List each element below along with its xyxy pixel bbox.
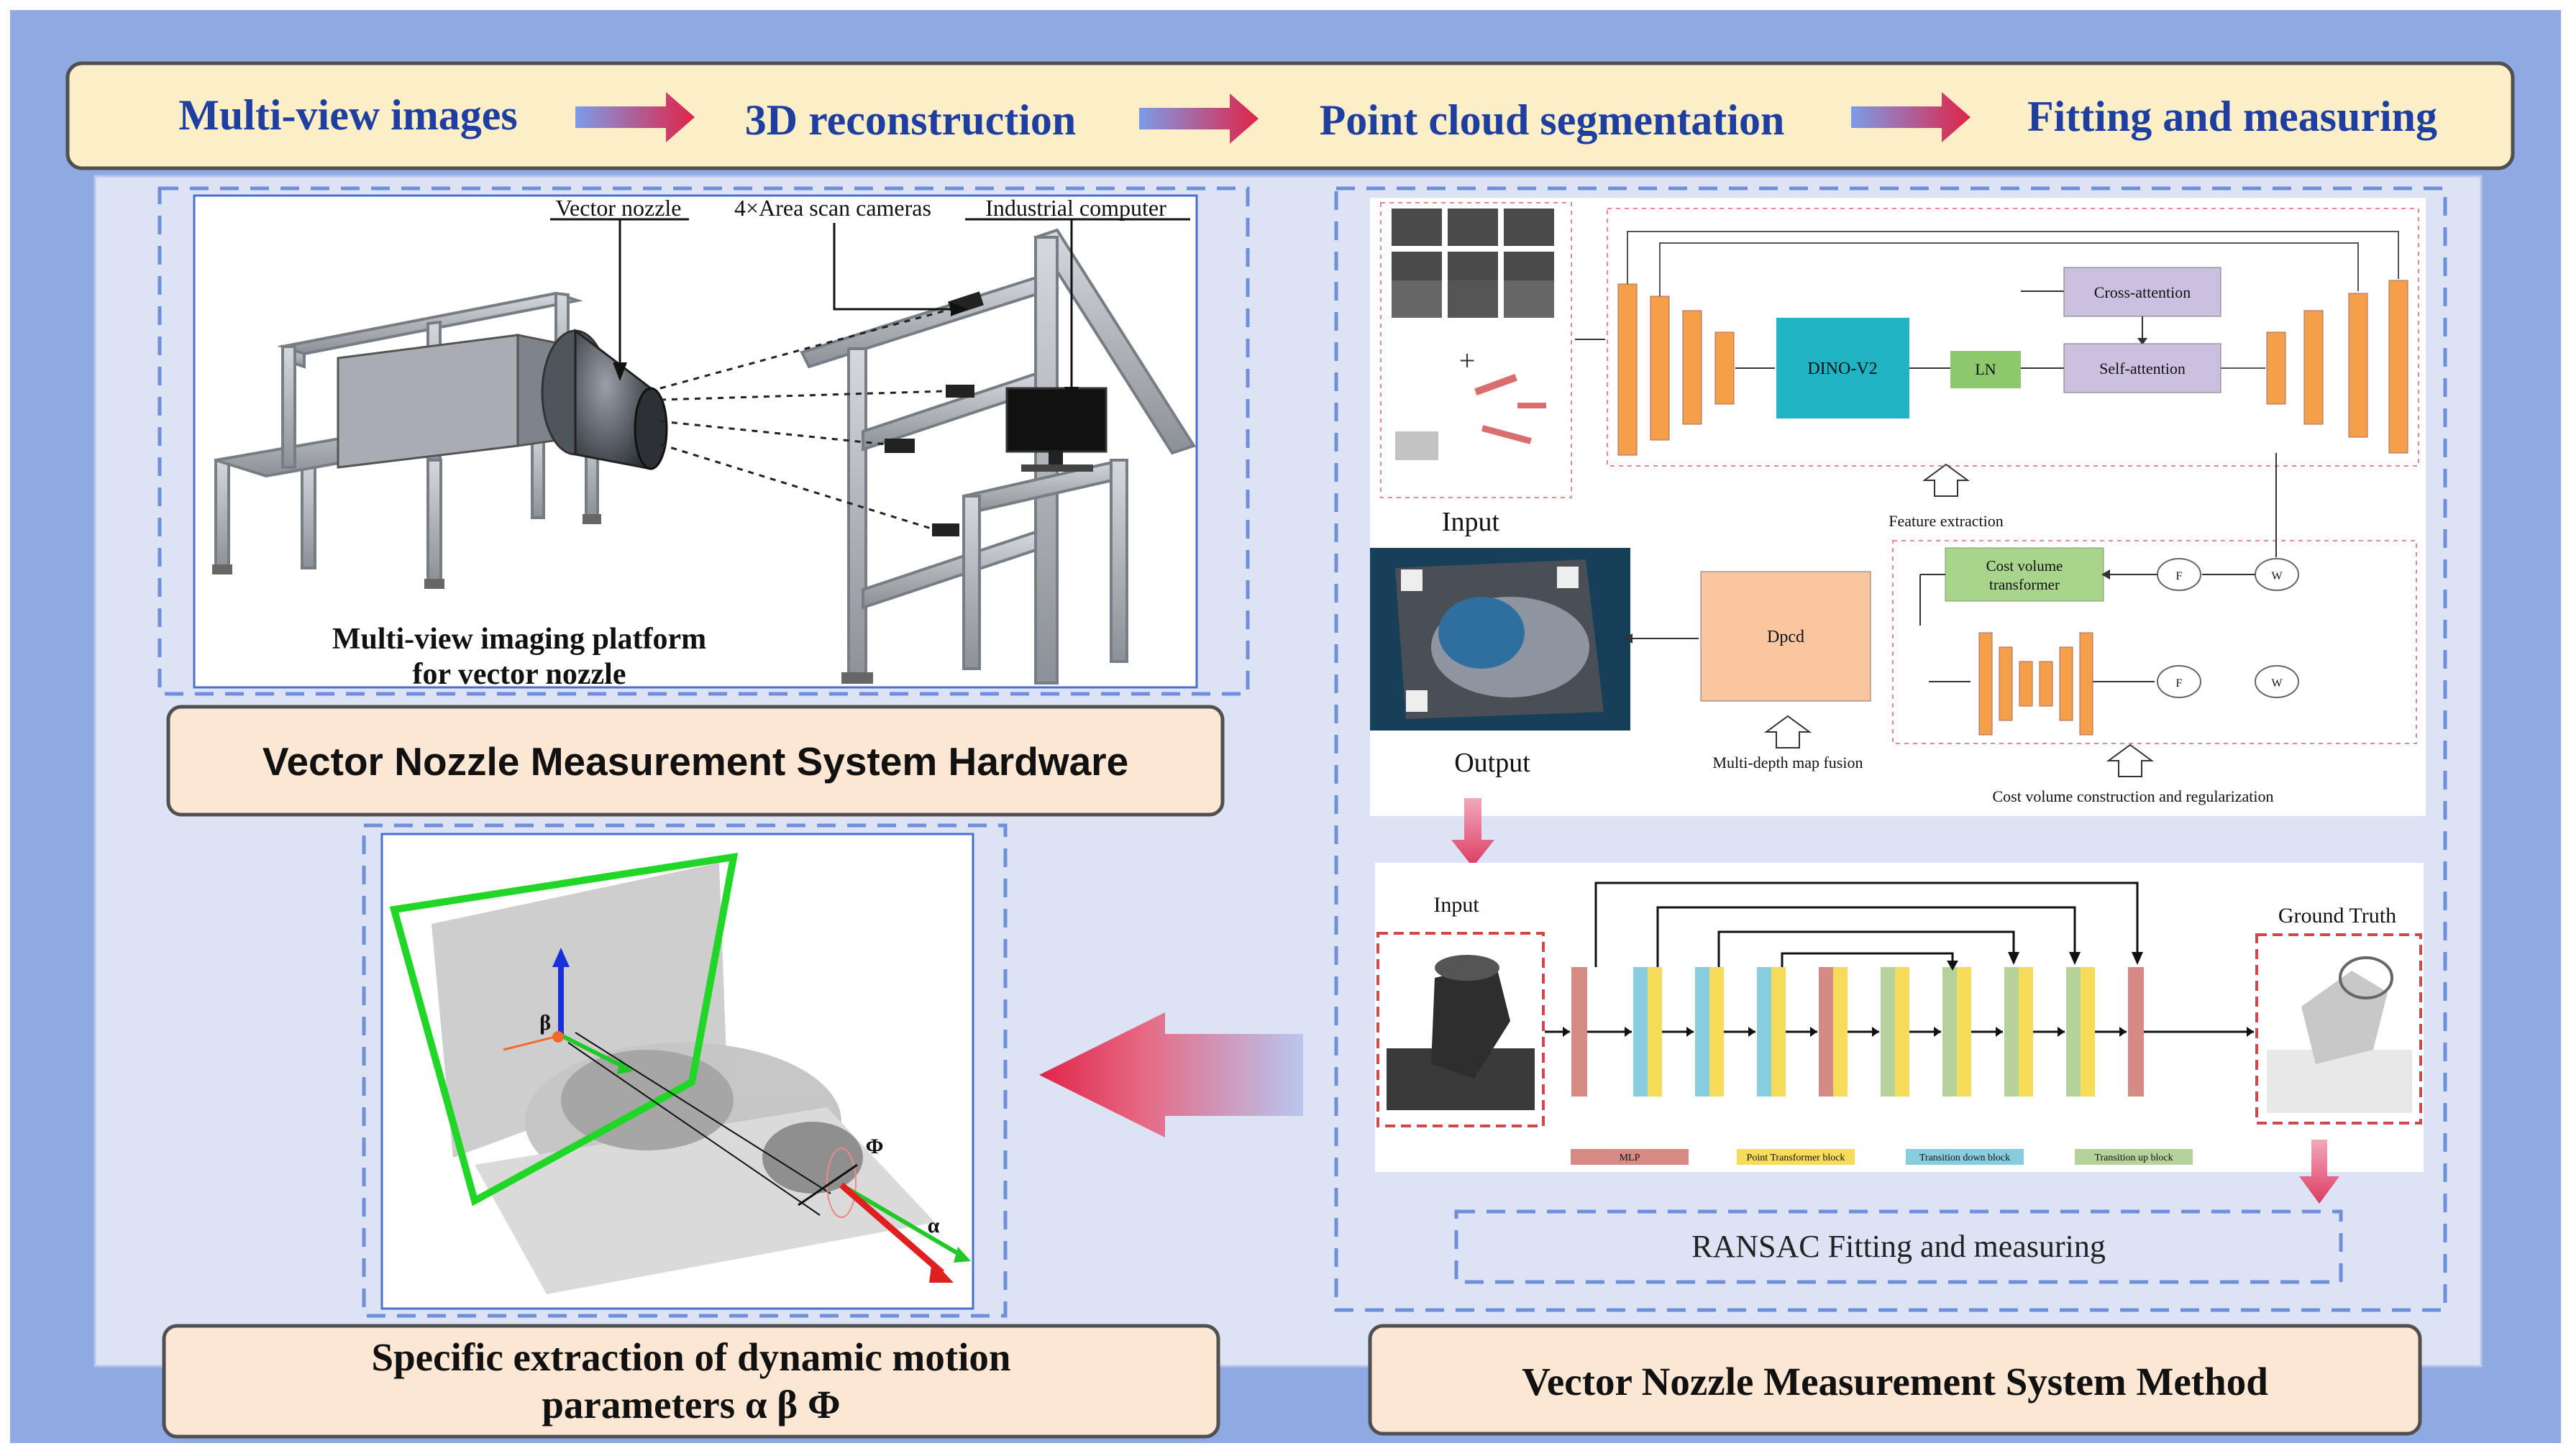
- cost-volume-transformer-block: [1945, 547, 2104, 602]
- pipeline-step-4: Fitting and measuring: [2027, 93, 2437, 140]
- feature-extraction-label: Feature extraction: [1889, 512, 2003, 530]
- flow-arrowhead-icon: [1748, 1027, 1755, 1037]
- network-block-pt: [2019, 967, 2033, 1096]
- network-block-tu: [1881, 967, 1895, 1096]
- pipeline-arrow-1-icon: [575, 92, 695, 142]
- dpcd-block: [1700, 571, 1871, 702]
- method-title-box: Vector Nozzle Measurement System Method: [1368, 1324, 2422, 1436]
- down-arrow-2-icon: [2299, 1140, 2339, 1204]
- extraction-dashed-frame: [362, 823, 1008, 1318]
- network-block-pt: [1771, 967, 1786, 1096]
- result-arrow-icon: [1039, 1012, 1303, 1137]
- flow-arrowhead-icon: [1996, 1027, 2003, 1037]
- legend-transition-up: Transition up block: [2094, 1153, 2173, 1163]
- network-block-pt: [2081, 967, 2095, 1096]
- segmentation-block-sequence: [1545, 967, 2254, 1096]
- flow-arrowhead-icon: [1563, 1027, 1570, 1037]
- network-block-mlp: [1819, 967, 1833, 1096]
- ln-block: [1950, 351, 2021, 388]
- flow-arrowhead-icon: [1686, 1027, 1694, 1037]
- beta-symbol: β: [539, 1011, 551, 1035]
- cross-attention-block: [2063, 267, 2221, 317]
- label-area-scan-cameras: 4×Area scan cameras: [734, 195, 931, 221]
- platform-caption-line1: Multi-view imaging platform: [332, 623, 706, 656]
- self-attention-label: Self-attention: [2099, 360, 2186, 377]
- flow-arrowhead-icon: [1625, 1027, 1632, 1037]
- seg-input-label: Input: [1433, 893, 1479, 917]
- phi-symbol: Φ: [866, 1135, 884, 1158]
- network-block-td: [1633, 967, 1648, 1096]
- ln-label: LN: [1975, 360, 1996, 378]
- network-block-tu: [1942, 967, 1957, 1096]
- network-block-mlp: [1571, 967, 1587, 1096]
- fitted-plane-outline: [389, 852, 739, 1207]
- multi-depth-label: Multi-depth map fusion: [1713, 754, 1863, 772]
- flow-arrowhead-icon: [2119, 1027, 2127, 1037]
- legend-mlp: MLP: [1620, 1153, 1640, 1163]
- ransac-label: RANSAC Fitting and measuring: [1691, 1229, 2106, 1264]
- network-block-pt: [1833, 967, 1848, 1096]
- method-dashed-frame: [1334, 186, 2447, 1312]
- recon-input-label: Input: [1442, 507, 1500, 537]
- pipeline-step-1: Multi-view images: [178, 91, 518, 139]
- network-block-td: [1695, 967, 1709, 1096]
- network-block-tu: [2066, 967, 2081, 1096]
- pipeline-arrow-2-icon: [1139, 93, 1259, 144]
- ground-truth-label: Ground Truth: [2278, 904, 2396, 928]
- cvt-label-line1: Cost volume: [1986, 557, 2063, 574]
- network-block-pt: [1957, 967, 1971, 1096]
- network-block-mlp: [2128, 967, 2144, 1096]
- legend-transition-down: Transition down block: [1919, 1153, 2010, 1163]
- f-node-1: F: [2176, 570, 2183, 582]
- network-block-tu: [2004, 967, 2019, 1096]
- segmentation-network: Input Ground Truth MLP Point Transformer…: [1375, 863, 2424, 1172]
- self-attention-block: [2063, 343, 2221, 393]
- pipeline-step-2: 3D reconstruction: [745, 96, 1077, 144]
- method-title: Vector Nozzle Measurement System Method: [1522, 1360, 2268, 1404]
- network-block-td: [1757, 967, 1771, 1096]
- extraction-title-line2: parameters α β Φ: [542, 1383, 840, 1427]
- w-node-1: W: [2271, 570, 2283, 582]
- skip-connections: [1594, 882, 2139, 967]
- pipeline-banner: Multi-view images 3D reconstruction Poin…: [65, 61, 2515, 170]
- w-node-2: W: [2271, 677, 2283, 690]
- ransac-box: RANSAC Fitting and measuring: [1454, 1209, 2343, 1284]
- flow-arrowhead-icon: [2247, 1027, 2254, 1037]
- cross-attention-label: Cross-attention: [2094, 283, 2191, 301]
- f-node-2: F: [2176, 677, 2183, 690]
- hardware-dashed-frame: [157, 186, 1250, 696]
- network-block-pt: [1895, 967, 1909, 1096]
- flow-arrowhead-icon: [1872, 1027, 1879, 1037]
- flow-arrowhead-icon: [2058, 1027, 2065, 1037]
- network-block-pt: [1648, 967, 1662, 1096]
- hardware-title-box: Vector Nozzle Measurement System Hardwar…: [166, 705, 1225, 817]
- dino-block: [1776, 318, 1909, 418]
- alpha-symbol: α: [928, 1214, 940, 1237]
- network-block-pt: [1709, 967, 1724, 1096]
- pipeline-arrow-3-icon: [1851, 92, 1971, 142]
- recon-output-label: Output: [1454, 748, 1530, 778]
- cost-volume-construction-label: Cost volume construction and regularizat…: [1992, 787, 2273, 805]
- label-industrial-computer: Industrial computer: [985, 195, 1166, 221]
- pipeline-step-3: Point cloud segmentation: [1320, 96, 1785, 144]
- flow-arrowhead-icon: [1810, 1027, 1817, 1037]
- extraction-figure: β Φ α: [380, 833, 974, 1310]
- legend-point-transformer: Point Transformer block: [1747, 1153, 1845, 1163]
- extraction-title-line1: Specific extraction of dynamic motion: [371, 1335, 1010, 1379]
- label-vector-nozzle: Vector nozzle: [555, 195, 681, 221]
- dino-label: DINO-V2: [1807, 360, 1877, 378]
- extraction-title-box: Specific extraction of dynamic motion pa…: [162, 1324, 1220, 1439]
- down-arrow-1-icon: [1451, 798, 1494, 867]
- reconstruction-network: + Input Output DINO-V2 LN: [1370, 198, 2426, 816]
- svg-text:+: +: [1459, 344, 1476, 377]
- cvt-label-line2: transformer: [1989, 576, 2060, 593]
- platform-caption-line2: for vector nozzle: [413, 658, 626, 691]
- flow-arrowhead-icon: [1934, 1027, 1941, 1037]
- hardware-title: Vector Nozzle Measurement System Hardwar…: [262, 739, 1128, 784]
- hardware-figure: Vector nozzle 4×Area scan cameras Indust…: [193, 194, 1198, 691]
- dpcd-label: Dpcd: [1767, 628, 1804, 646]
